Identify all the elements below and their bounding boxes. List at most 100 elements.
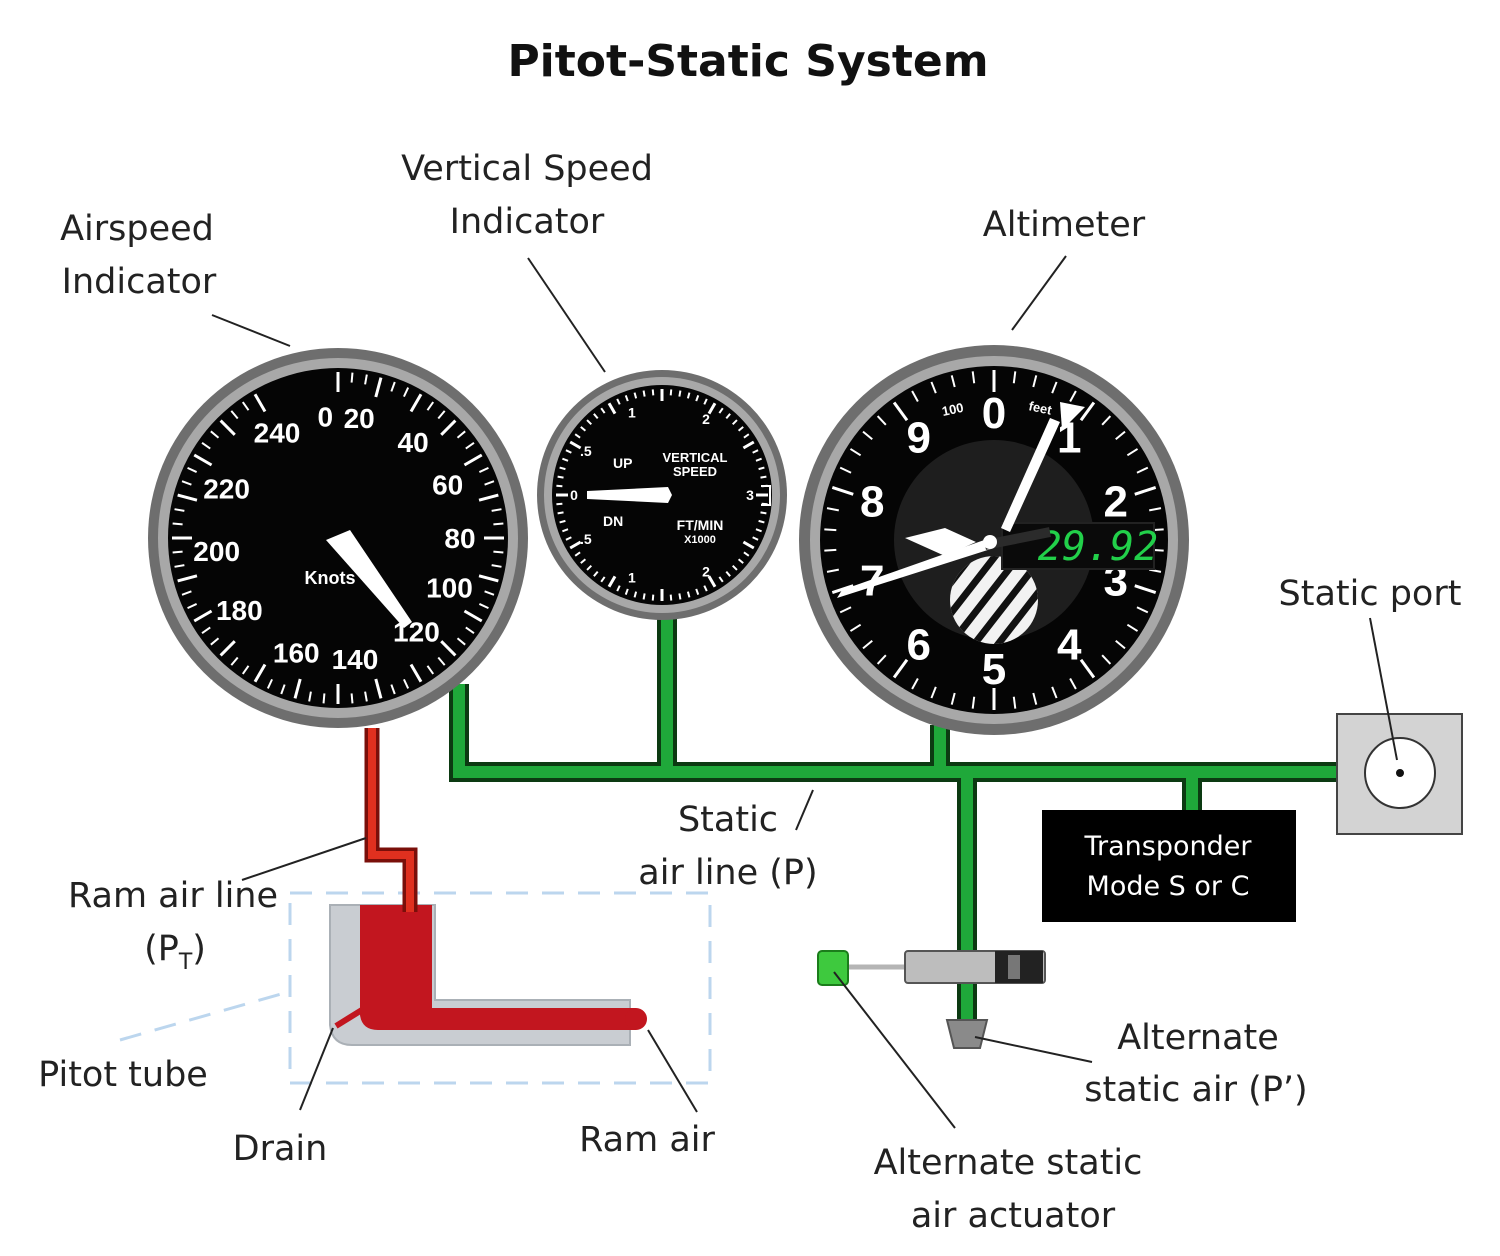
altimeter-tick — [1134, 486, 1157, 496]
vsi-mark-5: 2 — [702, 563, 710, 579]
vsi-tick — [743, 433, 750, 439]
pitot-tube — [329, 904, 647, 1046]
altimeter-tick — [831, 486, 854, 496]
alternate-static-air-actuator — [817, 950, 1046, 1049]
airspeed-tick — [172, 522, 183, 526]
altimeter-tick — [1012, 371, 1017, 384]
vsi-tick — [633, 591, 638, 598]
altimeter-tick — [876, 654, 887, 665]
airspeed-needle — [326, 530, 412, 628]
airspeed-tick — [364, 374, 368, 385]
airspeed-tick — [456, 637, 466, 646]
airspeed-tick — [463, 453, 483, 467]
altimeter-tick — [1012, 696, 1017, 709]
pitot-tube-enclosure — [288, 891, 712, 1085]
vsi-tick — [686, 392, 691, 399]
vsi-tick — [651, 389, 655, 396]
label-ram-line-subscript: T — [178, 950, 193, 975]
label-vsi-line2: Indicator — [450, 202, 605, 242]
airspeed-tick — [465, 441, 475, 450]
altimeter-tick — [1126, 623, 1139, 632]
altimeter-tick — [1134, 584, 1157, 594]
airspeed-tick — [219, 419, 236, 436]
vsi-tick — [580, 426, 587, 432]
vsi-tick — [593, 570, 599, 577]
static-air-line-network — [449, 612, 1340, 1022]
vsi-tick — [642, 593, 646, 600]
airspeed-tick — [437, 410, 446, 420]
airspeed-tick — [181, 480, 192, 486]
airspeed-tick — [478, 466, 489, 473]
airspeed-tick — [403, 387, 410, 398]
airspeed-tick — [426, 401, 435, 411]
vsi-tick — [737, 558, 744, 564]
airspeed-tick — [230, 656, 239, 666]
vsi-mark-4: 3 — [746, 487, 754, 503]
vsi-tick — [600, 407, 606, 414]
airspeed-tick — [210, 430, 220, 439]
altimeter-tick — [950, 375, 956, 388]
airspeed-tick — [478, 493, 499, 502]
airspeed-number-9: 180 — [216, 595, 263, 626]
airspeed-tick — [253, 663, 267, 683]
altimeter-tick — [1149, 507, 1162, 512]
vsi-tick — [565, 449, 572, 454]
vsi-tick — [651, 594, 655, 601]
altimeter-tick — [1136, 466, 1149, 474]
vsi-tick — [669, 594, 673, 601]
vsi-tick — [574, 433, 581, 439]
transponder-box: Transponder Mode S or C — [1042, 810, 1296, 922]
vsi-tick — [707, 575, 717, 588]
vsi-tick — [760, 475, 767, 479]
airspeed-tick — [409, 393, 423, 413]
label-ram-air-line-line1: Ram air line — [68, 876, 278, 916]
airspeed-tick — [219, 640, 236, 657]
vsi-tick — [725, 413, 731, 420]
altimeter-number-0: 0 — [982, 389, 1006, 438]
vsi-tick — [703, 585, 708, 592]
altimeter-tick — [1051, 686, 1058, 699]
airspeed-tick — [456, 430, 466, 439]
vsi-tick — [559, 519, 566, 524]
airspeed-tick — [174, 508, 185, 512]
label-ram-air: Ram air — [579, 1120, 715, 1160]
airspeed-tick — [440, 419, 457, 436]
airspeed-number-4: 80 — [444, 523, 475, 554]
altimeter-tick — [1126, 448, 1139, 457]
altimeter-number-9: 9 — [907, 413, 931, 462]
airspeed-tick — [201, 441, 211, 450]
altimeter-tick — [1069, 390, 1077, 403]
airspeed-tick — [230, 410, 239, 420]
vsi-tick — [758, 519, 765, 524]
vsi-mark-0: 0 — [570, 487, 578, 503]
label-static-line-line1: Static — [678, 800, 778, 840]
label-ram-air-line-line2: (PT) — [144, 929, 206, 975]
airspeed-ticks — [172, 372, 504, 704]
airspeed-tick — [174, 564, 185, 568]
vsi-tick — [556, 484, 563, 488]
vsi-tick — [562, 457, 569, 462]
label-vsi-line1: Vertical Speed — [401, 149, 653, 189]
altimeter-tick — [892, 401, 909, 422]
vsi-tick — [707, 402, 717, 415]
vsi-tick — [586, 565, 592, 571]
ram-air-line-outline — [364, 728, 418, 912]
transponder-line1: Transponder — [1084, 831, 1253, 862]
altimeter-tick — [1032, 692, 1038, 705]
vsi-tick — [678, 390, 682, 397]
airspeed-tick — [390, 381, 396, 392]
altimeter-tick — [1136, 606, 1149, 614]
vsi-tick — [569, 440, 582, 450]
vsi-mark-7: .5 — [580, 531, 592, 547]
vsi-adjust-knob-icon — [761, 485, 771, 506]
airspeed-tick — [374, 678, 383, 699]
airspeed-tick — [478, 574, 499, 583]
airspeed-tick — [364, 691, 368, 702]
airspeed-tick — [187, 603, 198, 610]
airspeed-number-5: 100 — [426, 573, 473, 604]
airspeed-tick — [350, 693, 354, 704]
airspeed-tick — [374, 377, 383, 398]
vsi-unit-line2: X1000 — [684, 534, 716, 546]
